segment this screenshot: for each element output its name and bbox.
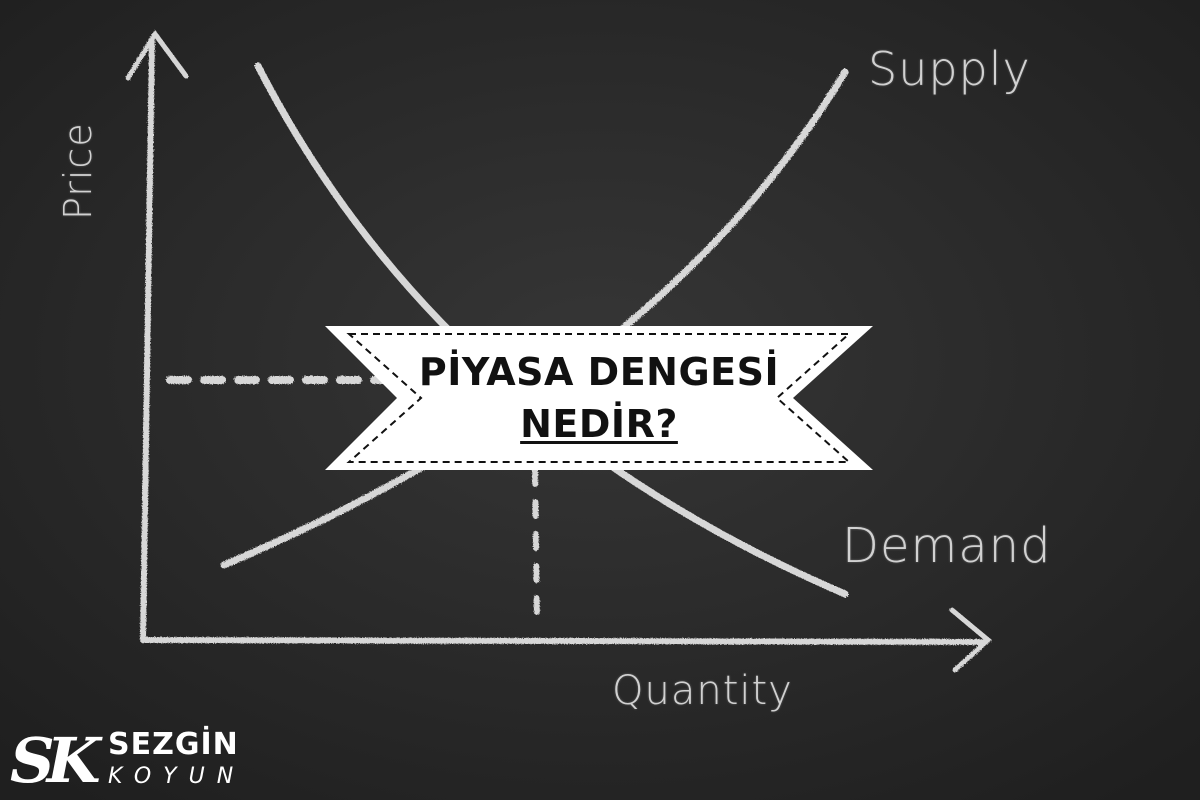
price-axis <box>140 37 155 643</box>
logo-monogram: SK <box>10 724 101 797</box>
logo-name: SEZGİN <box>108 727 239 762</box>
banner-title-line-1: PİYASA DENGESİ <box>418 350 780 394</box>
banner-title-line-2: NEDİR? <box>520 402 678 446</box>
banner-ribbon-shape <box>325 326 873 470</box>
title-banner: PİYASA DENGESİ NEDİR? <box>325 322 873 474</box>
quantity-axis-arrowhead <box>949 607 992 673</box>
supply-curve-label: Supply <box>868 42 1031 96</box>
brand-logo: SK SEZGİN KOYUN <box>10 728 260 796</box>
demand-curve-label: Demand <box>842 518 1052 574</box>
price-axis-label: Price <box>56 122 100 220</box>
quantity-axis <box>140 637 985 645</box>
logo-subname: KOYUN <box>108 764 246 789</box>
price-axis-arrowhead <box>125 29 189 81</box>
equilibrium-quantity-guide <box>532 467 540 628</box>
quantity-axis-label: Quantity <box>612 668 793 714</box>
banner-text: PİYASA DENGESİ NEDİR? <box>325 322 873 474</box>
